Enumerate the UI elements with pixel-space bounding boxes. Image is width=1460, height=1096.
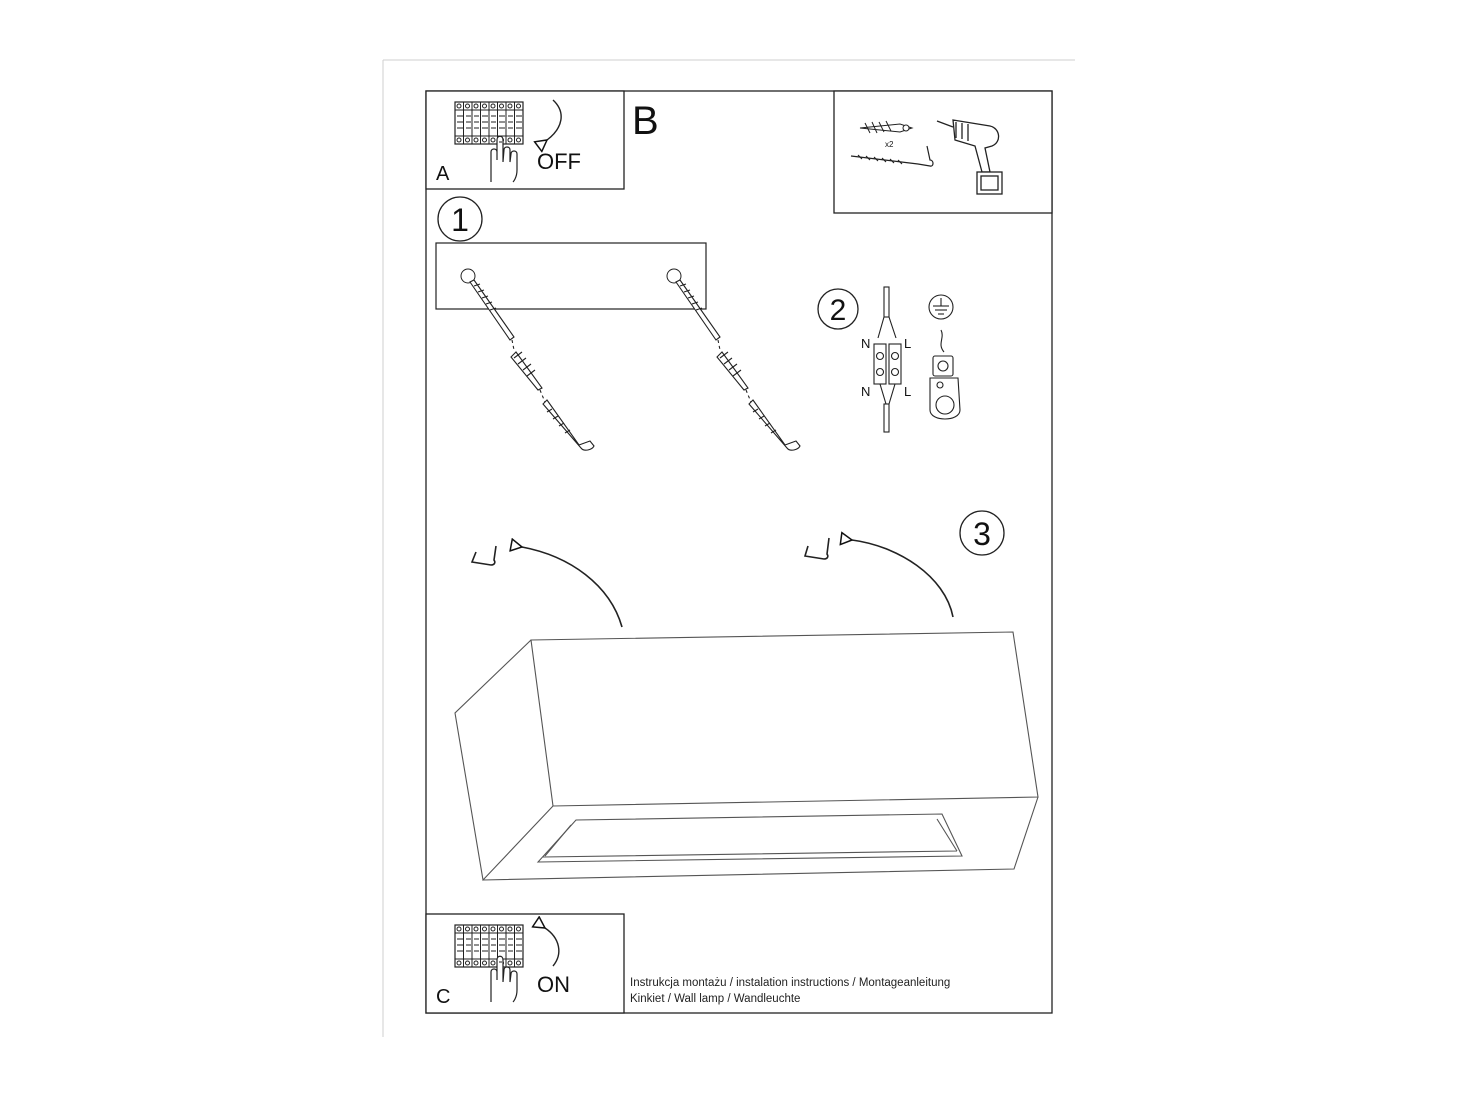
switch-up-arrow-icon bbox=[545, 928, 560, 967]
neutral-label-top: N bbox=[861, 336, 870, 351]
wall-plug-icon bbox=[859, 120, 914, 134]
panel-c-power-on: C ON bbox=[425, 913, 625, 1014]
footer-subtitle: Kinkiet / Wall lamp / Wandleuchte bbox=[630, 993, 801, 1005]
hook-left-icon bbox=[470, 545, 497, 566]
ground-terminal-icon bbox=[929, 355, 961, 420]
hang-arrow-left-icon bbox=[522, 547, 623, 628]
step-1-badge bbox=[437, 196, 483, 242]
mounting-plate bbox=[435, 242, 707, 310]
switch-down-arrow-icon bbox=[547, 99, 562, 140]
hook-right-icon bbox=[803, 537, 830, 560]
mounting-hole-right bbox=[666, 268, 682, 284]
panel-c-letter: C bbox=[436, 986, 450, 1008]
hook-screw-icon bbox=[850, 145, 934, 167]
screw-anchor-left-icon bbox=[469, 279, 595, 451]
circuit-breaker-icon bbox=[454, 924, 524, 968]
step-2-badge bbox=[817, 288, 859, 330]
terminal-block-icon bbox=[873, 286, 902, 433]
power-off-label: OFF bbox=[537, 149, 581, 174]
tools-box: x2 bbox=[833, 90, 1053, 214]
quantity-label: x2 bbox=[885, 140, 894, 149]
wall-lamp-body bbox=[454, 631, 1039, 882]
panel-a-letter: A bbox=[436, 163, 450, 185]
panel-a-power-off: A OFF bbox=[425, 90, 625, 190]
mounting-hole-left bbox=[460, 268, 476, 284]
ground-wire bbox=[940, 329, 945, 353]
screw-anchor-right-icon bbox=[675, 279, 801, 451]
step-1-mounting: 1 bbox=[435, 196, 801, 451]
step-1-number: 1 bbox=[451, 202, 469, 238]
hang-arrow-right-icon bbox=[852, 540, 954, 618]
live-label-top: L bbox=[904, 336, 911, 351]
live-label-bottom: L bbox=[904, 384, 911, 399]
power-on-label: ON bbox=[537, 972, 570, 997]
main-frame bbox=[425, 90, 1053, 1014]
footer-title: Instrukcja montażu / instalation instruc… bbox=[630, 977, 951, 989]
neutral-label-bottom: N bbox=[861, 384, 870, 399]
ground-symbol-icon bbox=[928, 294, 954, 320]
step-3-attach-lamp: 3 bbox=[454, 510, 1039, 882]
power-drill-icon bbox=[936, 119, 1003, 195]
panel-b-letter: B bbox=[632, 99, 659, 143]
step-2-wiring: 2 N L N L bbox=[817, 286, 961, 433]
step-2-number: 2 bbox=[830, 294, 847, 327]
step-3-number: 3 bbox=[973, 516, 991, 552]
circuit-breaker-icon bbox=[454, 101, 524, 145]
step-3-badge bbox=[959, 510, 1005, 556]
